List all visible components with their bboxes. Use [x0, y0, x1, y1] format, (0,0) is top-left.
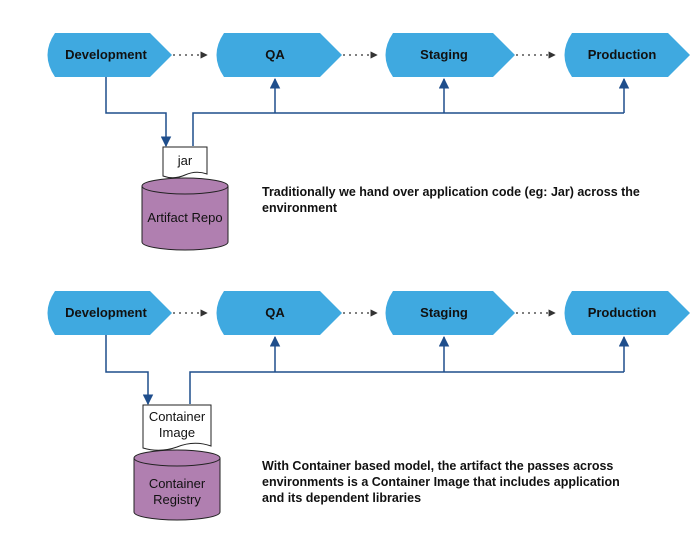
cylinder-body: [133, 458, 221, 521]
bottom-stage-staging: Staging: [385, 291, 515, 335]
bottom-artifact-document: Container Image: [142, 404, 212, 451]
registry-label-line-1: Container: [149, 476, 206, 491]
cylinder-top: [133, 449, 221, 467]
stage-label: Production: [588, 47, 657, 62]
stage-label: QA: [265, 47, 285, 62]
description-line: environment: [262, 201, 338, 215]
stage-label: Staging: [420, 305, 468, 320]
stage-label: Development: [65, 47, 147, 62]
stage-label: Staging: [420, 47, 468, 62]
stage-shape: [385, 291, 515, 335]
stage-shape: [47, 291, 172, 335]
stage-shape: [47, 33, 172, 77]
description-line: environments is a Container Image that i…: [262, 475, 620, 489]
bottom-stage-qa: QA: [216, 291, 342, 335]
top-diagram: Development QA Staging Production jar: [47, 33, 690, 251]
cylinder-body: [141, 186, 229, 251]
stage-shape: [564, 33, 690, 77]
bottom-description: With Container based model, the artifact…: [262, 458, 682, 506]
stage-shape: [216, 291, 342, 335]
stage-shape: [385, 33, 515, 77]
top-stage-production: Production: [564, 33, 690, 77]
registry-label-line-2: Registry: [153, 492, 201, 507]
cylinder-top: [141, 177, 229, 195]
document-shape: [162, 146, 208, 179]
description-line: Traditionally we hand over application c…: [262, 185, 640, 199]
top-artifact-document: jar: [162, 146, 208, 179]
stage-shape: [216, 33, 342, 77]
top-stage-development: Development: [47, 33, 172, 77]
document-shape: [142, 404, 212, 451]
bottom-stage-development: Development: [47, 291, 172, 335]
top-stage-staging: Staging: [385, 33, 515, 77]
top-artifact-to-stages-line: [192, 112, 624, 146]
artifact-label: jar: [177, 153, 193, 168]
top-dev-to-artifact-line: [105, 77, 172, 148]
repo-label: Artifact Repo: [147, 210, 222, 225]
artifact-label-line-2: Image: [159, 425, 195, 440]
top-description: Traditionally we hand over application c…: [262, 184, 682, 216]
description-line: and its dependent libraries: [262, 491, 422, 505]
bottom-diagram: Development QA Staging Production Contai…: [47, 291, 690, 521]
top-artifact-repo: Artifact Repo: [141, 177, 229, 251]
bottom-image-to-stages-line: [189, 371, 624, 404]
bottom-stage-production: Production: [564, 291, 690, 335]
top-stage-qa: QA: [216, 33, 342, 77]
description-line: With Container based model, the artifact…: [262, 459, 614, 473]
stage-label: Production: [588, 305, 657, 320]
bottom-container-registry: Container Registry: [133, 449, 221, 521]
stage-label: Development: [65, 305, 147, 320]
stage-shape: [564, 291, 690, 335]
stage-label: QA: [265, 305, 285, 320]
artifact-label-line-1: Container: [149, 409, 206, 424]
bottom-dev-to-image-line: [105, 335, 154, 406]
